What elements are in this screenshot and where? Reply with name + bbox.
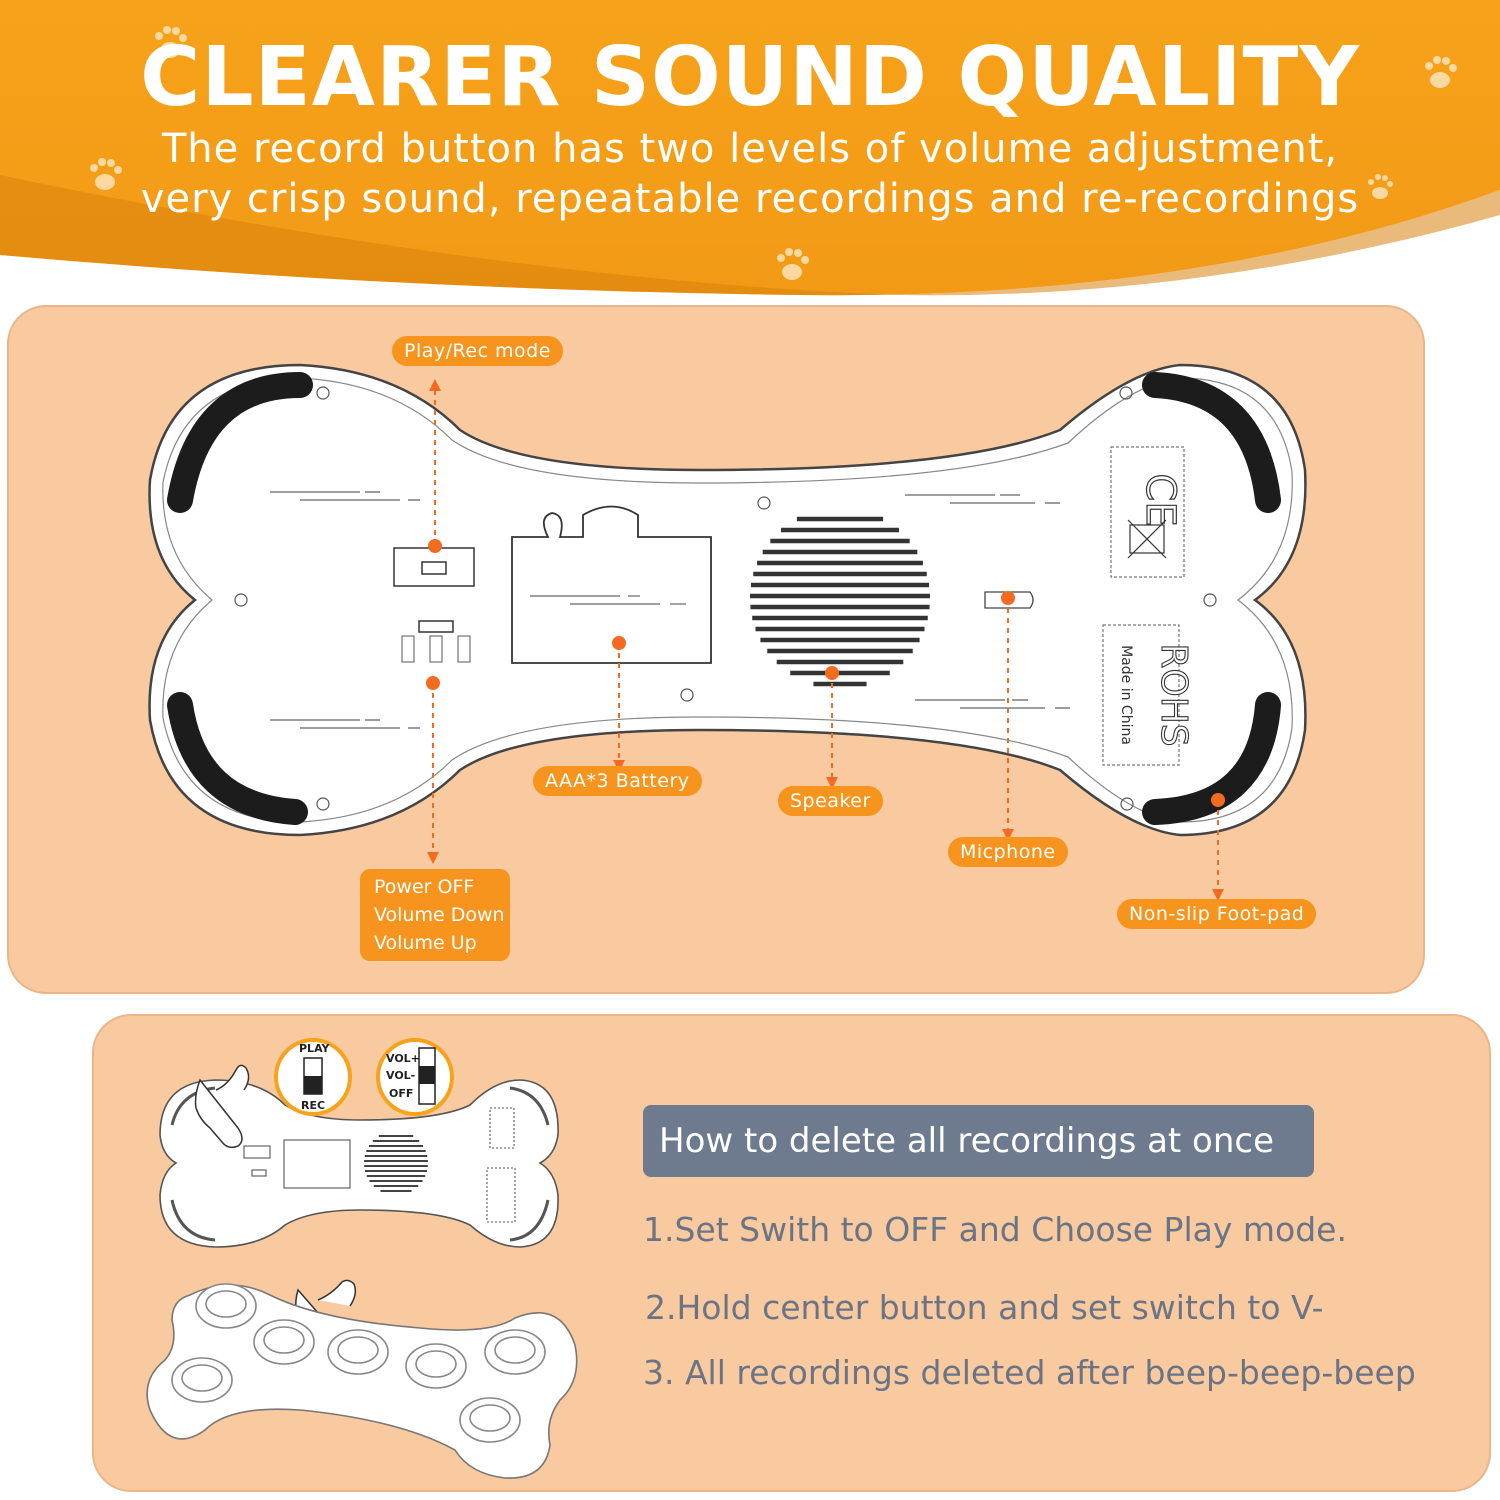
volume-callout-knob	[419, 1066, 435, 1084]
howto-header: How to delete all recordings at once	[643, 1105, 1314, 1177]
surface-lines	[270, 491, 1070, 729]
battery-lines	[530, 595, 686, 605]
record-button-inner	[337, 1336, 379, 1364]
volume-switch-markings	[401, 635, 471, 663]
weee-bin-icon	[1127, 519, 1167, 559]
leader-lines	[427, 379, 1224, 901]
foot-pad	[167, 372, 313, 513]
small-speaker-grille	[364, 1135, 428, 1192]
banner-subtitle-line1: The record button has two levels of volu…	[161, 126, 1339, 172]
switch-volminus-label: VOL-	[386, 1069, 416, 1082]
play-rec-callout-knob	[304, 1076, 322, 1094]
play-rec-switch-knob	[421, 561, 447, 575]
banner-title: CLEARER SOUND QUALITY	[140, 30, 1360, 125]
foot-pad	[1142, 692, 1281, 825]
step-1: 1.Set Swith to OFF and Choose Play mode.	[643, 1210, 1347, 1249]
paw-icon	[1425, 56, 1457, 88]
foot-pad	[1142, 372, 1281, 513]
volume-switch	[418, 620, 454, 633]
record-button-inner	[494, 1336, 536, 1364]
record-button-inner	[263, 1326, 305, 1354]
hand-pointer-icon	[194, 1064, 250, 1149]
made-in-mark: Made in China	[1118, 645, 1134, 745]
paw-icon	[1368, 174, 1393, 199]
ce-marking-box	[1110, 446, 1185, 578]
speaker-label: Speaker	[778, 786, 883, 816]
ce-mark: CE	[1137, 473, 1183, 526]
record-button-inner	[469, 1404, 511, 1432]
foot-pad	[167, 692, 308, 825]
switch-off-label: OFF	[389, 1087, 414, 1100]
record-button-inner	[181, 1364, 223, 1392]
leader-dots	[426, 539, 1225, 807]
power-volume-label: Power OFF Volume Down Volume Up	[360, 869, 510, 961]
step-2: 2.Hold center button and set switch to V…	[645, 1288, 1324, 1327]
foot-pad-label: Non-slip Foot-pad	[1117, 899, 1317, 929]
battery-cover	[511, 505, 712, 664]
step-3: 3. All recordings deleted after beep-bee…	[643, 1353, 1416, 1392]
microphone-label: Micphone	[948, 837, 1068, 867]
small-bone-details	[170, 1086, 550, 1242]
banner-subtitle-line2: very crisp sound, repeatable recordings …	[140, 176, 1360, 222]
volume-up-text: Volume Up	[374, 932, 477, 954]
play-rec-mode-label: Play/Rec mode	[392, 336, 563, 366]
switch-rec-label: REC	[301, 1099, 326, 1112]
rohs-mark: ROHS	[1153, 643, 1194, 746]
volume-down-text: Volume Down	[374, 904, 505, 926]
paw-icon	[90, 158, 122, 190]
banner-background	[0, 0, 1500, 296]
bone-3d-buttons	[171, 1283, 546, 1443]
switch-play-label: PLAY	[299, 1042, 330, 1055]
record-button-inner	[205, 1290, 247, 1318]
paw-icon	[777, 248, 809, 280]
bone-body	[148, 363, 1307, 837]
small-bone-top-view	[159, 1079, 559, 1248]
speaker-grille	[750, 516, 930, 687]
rohs-marking-box	[1102, 624, 1180, 766]
power-off-text: Power OFF	[374, 876, 475, 898]
record-button-inner	[415, 1350, 457, 1378]
switch-volplus-label: VOL+	[386, 1052, 420, 1065]
paw-icon	[155, 26, 187, 58]
banner-shadow	[0, 175, 1500, 296]
screw-icon	[234, 386, 1217, 811]
battery-label: AAA*3 Battery	[533, 766, 702, 796]
